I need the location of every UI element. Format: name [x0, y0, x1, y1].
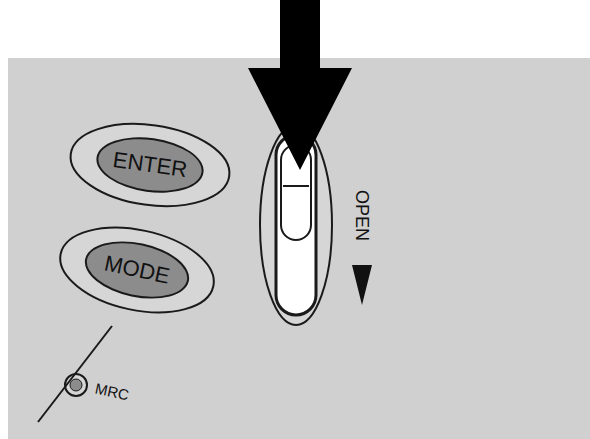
- leader-line: [38, 326, 112, 422]
- mrc-button: [65, 374, 87, 396]
- button-label: MODE: [102, 250, 172, 289]
- button-label: ENTER: [111, 147, 188, 183]
- direction-triangle: [352, 265, 372, 305]
- button-ring: [52, 215, 221, 326]
- switch-direction-label: OPEN: [351, 189, 372, 240]
- push-arrow: [248, 0, 352, 170]
- knob-ridge: [283, 185, 309, 187]
- mrc-button-core: [70, 379, 82, 391]
- button-ring: [65, 114, 235, 215]
